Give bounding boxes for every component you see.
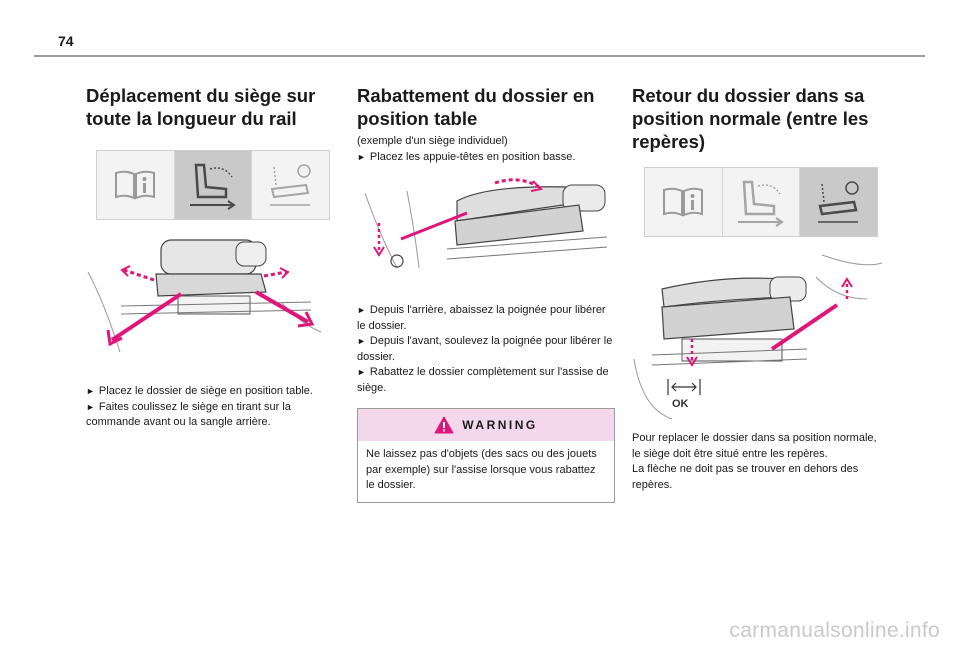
warning-box: WARNING Ne laissez pas d'objets (des sac… bbox=[357, 408, 615, 503]
instruction-step: ►Depuis l'avant, soulevez la poignée pou… bbox=[357, 334, 615, 365]
warning-header: WARNING bbox=[358, 409, 614, 441]
seat-slide-illustration bbox=[87, 239, 322, 353]
title-line: Déplacement du siège sur bbox=[86, 85, 316, 106]
title-line: position table bbox=[357, 108, 478, 129]
title-line: repères) bbox=[632, 131, 706, 152]
arrow-right-icon: ► bbox=[357, 336, 366, 346]
instruction-step: ►Depuis l'arrière, abaissez la poignée p… bbox=[357, 303, 615, 334]
instruction-thumbnails bbox=[96, 150, 330, 220]
seat-fold-icon bbox=[800, 168, 878, 236]
instruction-step: ►Placez le dossier de siège en position … bbox=[86, 384, 330, 400]
paragraph: Pour replacer le dossier dans sa positio… bbox=[632, 432, 877, 460]
step-text: Depuis l'avant, soulevez la poignée pour… bbox=[357, 335, 613, 363]
instruction-step: ►Placez les appuie-têtes en position bas… bbox=[357, 150, 615, 166]
seat-slide-instructions: ►Placez le dossier de siège en position … bbox=[86, 384, 330, 431]
step-text: Depuis l'arrière, abaissez la poignée po… bbox=[357, 304, 606, 332]
example-note: (exemple d'un siège individuel) bbox=[357, 135, 508, 147]
title-line: Retour du dossier dans sa bbox=[632, 85, 865, 106]
arrow-right-icon: ► bbox=[86, 386, 95, 396]
arrow-right-icon: ► bbox=[357, 367, 366, 377]
warning-title: WARNING bbox=[462, 418, 538, 432]
arrow-right-icon: ► bbox=[357, 305, 366, 315]
section-title-table-position: Rabattement du dossier en position table bbox=[357, 84, 615, 130]
book-info-icon bbox=[97, 151, 175, 219]
table-position-instructions: ►Depuis l'arrière, abaissez la poignée p… bbox=[357, 303, 615, 396]
instruction-thumbnails bbox=[644, 167, 878, 237]
backrest-return-illustration: OK bbox=[633, 254, 882, 419]
step-text: Placez les appuie-têtes en position bass… bbox=[369, 150, 576, 163]
step-text: Rabattez le dossier complètement sur l'a… bbox=[357, 366, 609, 394]
seat-slide-icon bbox=[723, 168, 801, 236]
arrow-right-icon: ► bbox=[86, 401, 95, 412]
arrow-right-icon: ► bbox=[357, 151, 366, 162]
backrest-return-text: Pour replacer le dossier dans sa positio… bbox=[632, 431, 882, 493]
warning-triangle-icon bbox=[434, 416, 454, 434]
paragraph: La flèche ne doit pas se trouver en deho… bbox=[632, 463, 859, 491]
book-info-icon bbox=[645, 168, 723, 236]
ok-label: OK bbox=[672, 398, 689, 410]
seat-slide-icon bbox=[174, 151, 253, 219]
step-text: Faites coulissez le siège en tirant sur … bbox=[86, 400, 291, 429]
title-line: toute la longueur du rail bbox=[86, 108, 297, 129]
header-rule bbox=[34, 55, 925, 57]
watermark: carmanualsonline.info bbox=[729, 619, 940, 642]
step-text: Placez le dossier de siège en position t… bbox=[98, 385, 313, 397]
title-line: position normale (entre les bbox=[632, 108, 869, 129]
seat-fold-icon bbox=[252, 151, 329, 219]
page-number: 74 bbox=[58, 33, 74, 49]
section-seat-slide: Déplacement du siège sur toute la longue… bbox=[86, 84, 330, 431]
instruction-step: ►Rabattez le dossier complètement sur l'… bbox=[357, 365, 615, 396]
warning-text: Ne laissez pas d'objets (des sacs ou des… bbox=[366, 448, 597, 491]
backrest-fold-illustration bbox=[364, 178, 608, 269]
instruction-step: ►Faites coulissez le siège en tirant sur… bbox=[86, 400, 330, 431]
section-backrest-return: Retour du dossier dans sa position norma… bbox=[632, 84, 882, 493]
title-line: Rabattement du dossier en bbox=[357, 85, 595, 106]
section-table-position: Rabattement du dossier en position table… bbox=[357, 84, 615, 503]
table-position-intro: (exemple d'un siège individuel) ►Placez … bbox=[357, 134, 615, 165]
section-title-seat-slide: Déplacement du siège sur toute la longue… bbox=[86, 84, 330, 130]
section-title-backrest-return: Retour du dossier dans sa position norma… bbox=[632, 84, 882, 153]
